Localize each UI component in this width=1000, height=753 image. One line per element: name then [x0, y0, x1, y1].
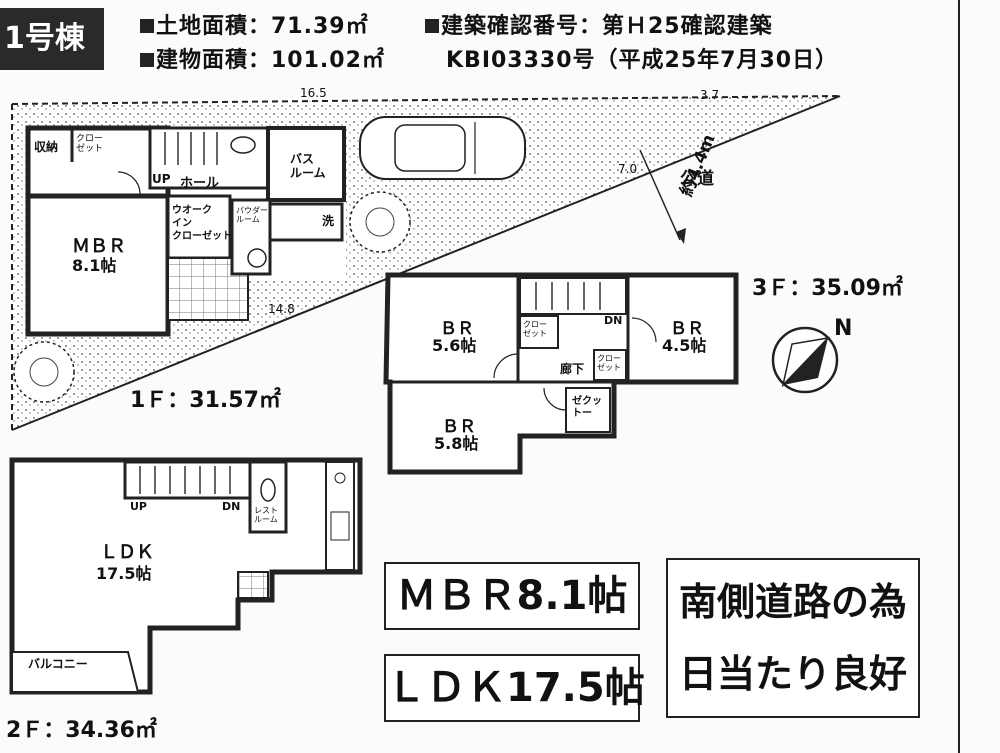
road-label: 公道 [680, 169, 714, 189]
permit-reference: KBI03330号（平成25年7月30日） [446, 48, 839, 73]
sunlight-line-1: 南側道路の為 [678, 580, 907, 624]
permit-number-text: 建築確認番号：第Ｈ25確認建築 [441, 14, 773, 39]
mbr-room [25, 193, 171, 337]
compass-north-label: N [834, 316, 853, 341]
closet [565, 387, 611, 433]
permit-number: 建築確認番号：第Ｈ25確認建築 [425, 8, 773, 40]
site-dim-diagonal: 14.8 [268, 302, 295, 316]
toilet-icon [260, 478, 276, 502]
bullet-square-icon [425, 19, 439, 33]
washer-label: 洗 [322, 214, 335, 228]
room-label-bath: バス ルーム [290, 152, 326, 180]
highlight-mbr: ＭＢＲ8.1帖 [384, 562, 640, 630]
basin-icon [247, 248, 267, 268]
floor-area-text: 建物面積：101.02㎡ [156, 48, 385, 73]
site-boundary-diagonal [11, 95, 841, 431]
door-swing [493, 353, 519, 379]
room-label-hallway: 廊下 [560, 362, 585, 376]
room-size-mbr: 8.1帖 [72, 256, 117, 275]
room-label-ldk: ＬＤＫ [100, 542, 154, 563]
stove-icon [334, 472, 346, 484]
room-label-closet: ゼクッ トー [572, 396, 602, 419]
tree-icon [13, 341, 75, 403]
floor-area: 建物面積：101.02㎡ [140, 42, 385, 74]
room-size-ldk: 17.5帖 [96, 564, 152, 583]
car-icon [359, 116, 526, 180]
site-dim-right: 7.0 [618, 162, 638, 176]
kitchen-counter [325, 461, 355, 571]
tree-icon [349, 191, 411, 253]
room-label-hall: ホール [180, 176, 220, 191]
floor1-area: 1Ｆ：31.57㎡ [130, 388, 281, 413]
bathroom [266, 126, 346, 202]
room-label-br-2: ＢＲ [670, 319, 704, 339]
site-dim-top-right: 3.7 [700, 88, 720, 102]
room-label-closet: クロー ゼット [597, 354, 621, 372]
room-label-br-1: ＢＲ [440, 319, 474, 339]
walk-in-closet [166, 194, 232, 260]
highlight-ldk: ＬＤＫ17.5帖 [384, 654, 645, 722]
room-label-storage: 収納 [34, 140, 59, 154]
building-tag: 1号棟 [0, 8, 104, 70]
room-label-br-3: ＢＲ [442, 417, 476, 437]
room-label-mbr: ＭＢＲ [72, 236, 126, 257]
closet [519, 315, 559, 349]
room-label-closet: クロー ゼット [523, 320, 547, 338]
floor3-plan [383, 272, 739, 475]
floor2-plan [9, 457, 363, 695]
floor2-area: 2Ｆ：34.36㎡ [6, 718, 157, 743]
room-label-closet: クロー ゼット [76, 134, 104, 154]
stair-up-label: UP [130, 500, 147, 513]
stair-up-label: UP [152, 172, 171, 186]
room-size-br-3: 5.8帖 [434, 434, 479, 453]
compass-icon [771, 326, 839, 394]
site-boundary-top [11, 95, 841, 105]
road-arrow-head [676, 228, 686, 244]
stair-down-label: DN [222, 500, 241, 513]
closet [593, 349, 627, 381]
room-size-br-2: 4.5帖 [662, 336, 707, 355]
door-swing [631, 317, 657, 343]
land-area: 土地面積：71.39㎡ [140, 8, 369, 40]
room-label-powder: パウダー ルーム [236, 206, 268, 224]
floor1-plan [25, 125, 346, 337]
bullet-square-icon [140, 53, 154, 67]
room-label-walk-in-closet: ウオーク イン クローゼット [172, 205, 232, 242]
room-label-restroom: レスト ルーム [254, 506, 278, 524]
stairs [519, 277, 627, 315]
road-arrow-line [639, 149, 681, 241]
land-area-text: 土地面積：71.39㎡ [156, 14, 369, 39]
sunlight-line-2: 日当たり良好 [678, 652, 907, 696]
floor3-area: 3Ｆ：35.09㎡ [752, 276, 903, 301]
room-label-balcony: バルコニー [28, 657, 88, 671]
toilet-icon [230, 136, 256, 154]
balcony [11, 651, 140, 693]
stair-down-label: DN [604, 314, 623, 327]
sink-icon [330, 511, 350, 541]
bullet-square-icon [140, 19, 154, 33]
room-size-br-1: 5.6帖 [432, 336, 477, 355]
highlight-sunlight: 南側道路の為 日当たり良好 [666, 558, 920, 718]
page-border [958, 0, 960, 753]
site-dim-top-left: 16.5 [300, 86, 327, 100]
door-swing [543, 387, 567, 411]
door-swing [117, 171, 141, 195]
